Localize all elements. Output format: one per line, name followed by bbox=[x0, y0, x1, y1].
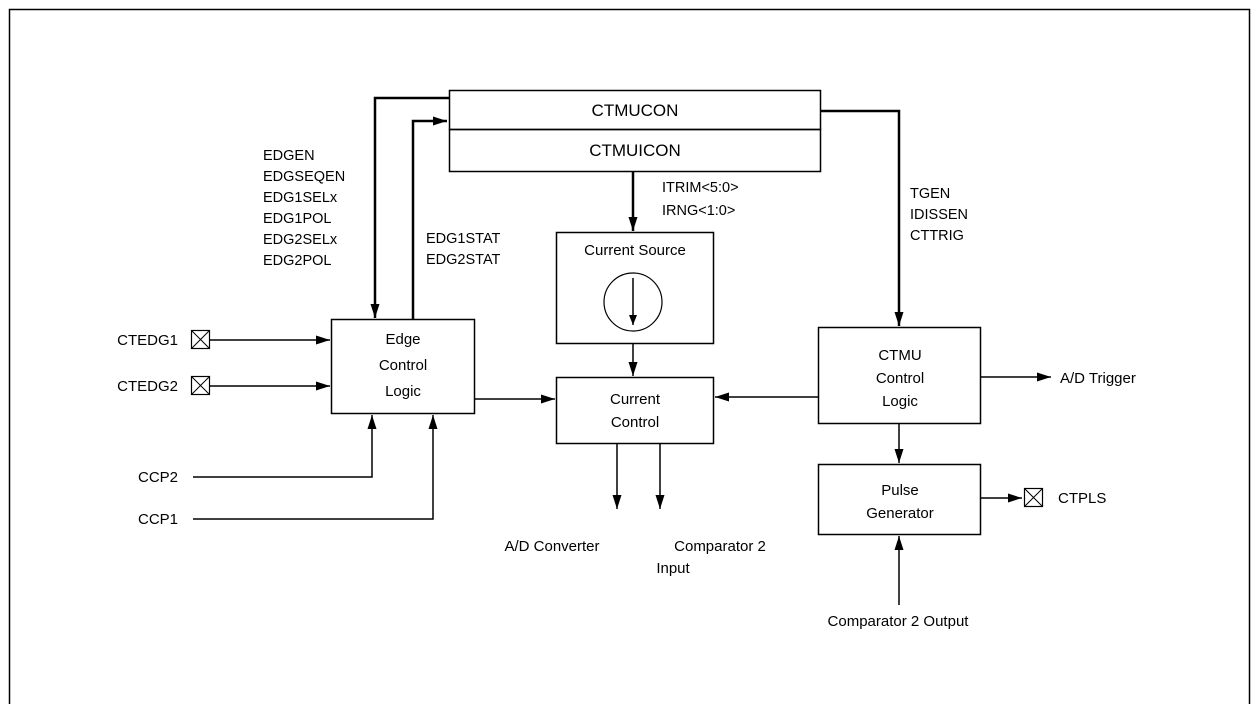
edge-status-signals: EDG1STAT EDG2STAT bbox=[426, 231, 501, 268]
signal-irng: IRNG<1:0> bbox=[662, 203, 735, 219]
edge-control-logic-block: Edge Control Logic bbox=[330, 318, 476, 415]
pin-ctpls: CTPLS bbox=[1023, 487, 1106, 508]
signal-edg1selx: EDG1SELx bbox=[263, 190, 338, 206]
signal-connections bbox=[193, 335, 1051, 605]
current-source-symbol bbox=[603, 272, 663, 332]
signal-tgen: TGEN bbox=[910, 186, 950, 202]
ctmu-control-line-1: CTMU bbox=[878, 347, 921, 364]
signal-edgseqen: EDGSEQEN bbox=[263, 169, 345, 185]
ccp1-label: CCP1 bbox=[138, 511, 178, 528]
current-control-block: Current Control bbox=[555, 376, 715, 445]
signal-edg2pol: EDG2POL bbox=[263, 253, 332, 269]
edge-config-signals: EDGEN EDGSEQEN EDG1SELx EDG1POL EDG2SELx… bbox=[263, 148, 345, 269]
ctmuicon-box bbox=[448, 128, 822, 173]
diagram-frame bbox=[8, 8, 1251, 704]
ctedg2-label: CTEDG2 bbox=[117, 378, 178, 395]
edge-control-line-3: Logic bbox=[385, 383, 421, 400]
pin-ctedg1: CTEDG1 bbox=[117, 329, 211, 350]
pin-ctedg2: CTEDG2 bbox=[117, 375, 211, 396]
comparator2-input-line-2: Input bbox=[656, 560, 690, 577]
ad-converter-label: A/D Converter bbox=[504, 538, 599, 555]
ctmu-config-signals: TGEN IDISSEN CTTRIG bbox=[910, 186, 968, 244]
edge-control-line-1: Edge bbox=[385, 331, 420, 348]
pulse-generator-line-2: Generator bbox=[866, 505, 934, 522]
edge-control-line-2: Control bbox=[379, 357, 427, 374]
signal-cttrig: CTTRIG bbox=[910, 228, 964, 244]
bus-connections bbox=[370, 96, 904, 326]
register-block: CTMUCON CTMUICON bbox=[448, 89, 822, 173]
current-control-line-1: Current bbox=[610, 391, 661, 408]
signal-edg2stat: EDG2STAT bbox=[426, 252, 501, 268]
pulse-generator-block: Pulse Generator bbox=[817, 463, 982, 536]
ctmucon-label: CTMUCON bbox=[592, 101, 679, 120]
signal-edg1pol: EDG1POL bbox=[263, 211, 332, 227]
ctmu-control-logic-block: CTMU Control Logic bbox=[817, 326, 982, 425]
ad-trigger-label: A/D Trigger bbox=[1060, 370, 1136, 387]
signal-itrim: ITRIM<5:0> bbox=[662, 180, 739, 196]
ctmu-control-line-3: Logic bbox=[882, 393, 918, 410]
ctmuicon-label: CTMUICON bbox=[589, 141, 681, 160]
current-source-block: Current Source bbox=[555, 231, 715, 345]
trim-range-signals: ITRIM<5:0> IRNG<1:0> bbox=[662, 180, 739, 219]
comparator2-output-label: Comparator 2 Output bbox=[828, 613, 970, 630]
pulse-generator-line-1: Pulse bbox=[881, 482, 919, 499]
signal-edg1stat: EDG1STAT bbox=[426, 231, 501, 247]
current-source-label: Current Source bbox=[584, 242, 686, 259]
signal-edgen: EDGEN bbox=[263, 148, 315, 164]
ctedg1-label: CTEDG1 bbox=[117, 332, 178, 349]
current-control-line-2: Control bbox=[611, 414, 659, 431]
signal-edg2selx: EDG2SELx bbox=[263, 232, 338, 248]
ccp2-label: CCP2 bbox=[138, 469, 178, 486]
ctpls-label: CTPLS bbox=[1058, 490, 1106, 507]
ctmu-control-line-2: Control bbox=[876, 370, 924, 387]
signal-idissen: IDISSEN bbox=[910, 207, 968, 223]
comparator2-input-line-1: Comparator 2 bbox=[674, 538, 766, 555]
